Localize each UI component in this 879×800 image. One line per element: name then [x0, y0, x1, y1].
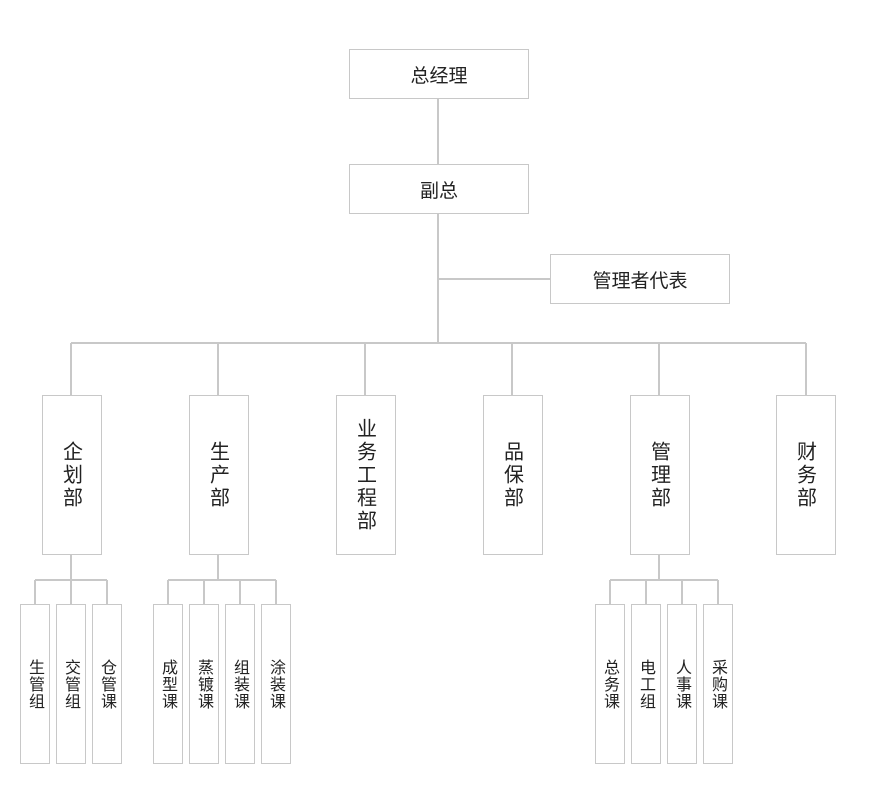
team-label: 生管组 [26, 658, 45, 710]
dept-label: 财务部 [793, 440, 818, 510]
team-label: 采购课 [709, 658, 728, 710]
dept-production: 生产部 [189, 395, 249, 555]
team-label: 成型课 [159, 658, 178, 710]
team-box: 涂装课 [261, 604, 291, 764]
team-box: 交管组 [56, 604, 86, 764]
management-rep-box: 管理者代表 [550, 254, 730, 304]
team-box: 蒸镀课 [189, 604, 219, 764]
team-box: 组装课 [225, 604, 255, 764]
dept-label: 业务工程部 [353, 417, 378, 533]
team-box: 电工组 [631, 604, 661, 764]
team-label: 涂装课 [267, 658, 286, 710]
team-label: 仓管课 [98, 658, 117, 710]
dept-management: 管理部 [630, 395, 690, 555]
team-label: 电工组 [637, 658, 656, 710]
team-box: 人事课 [667, 604, 697, 764]
team-label: 人事课 [673, 658, 692, 710]
team-label: 蒸镀课 [195, 658, 214, 710]
team-box: 生管组 [20, 604, 50, 764]
dept-label: 品保部 [500, 440, 525, 510]
dept-planning: 企划部 [42, 395, 102, 555]
dept-quality-assurance: 品保部 [483, 395, 543, 555]
management-rep-label: 管理者代表 [592, 269, 688, 292]
dept-label: 生产部 [206, 440, 231, 510]
dept-label: 管理部 [647, 440, 672, 510]
dept-business-engineering: 业务工程部 [336, 395, 396, 555]
team-box: 总务课 [595, 604, 625, 764]
dept-finance: 财务部 [776, 395, 836, 555]
team-box: 成型课 [153, 604, 183, 764]
team-box: 仓管课 [92, 604, 122, 764]
general-manager-label: 总经理 [410, 64, 468, 87]
team-label: 交管组 [62, 658, 81, 710]
vice-manager-label: 副总 [419, 179, 458, 202]
team-box: 采购课 [703, 604, 733, 764]
vice-manager-box: 副总 [349, 164, 529, 214]
general-manager-box: 总经理 [349, 49, 529, 99]
team-label: 组装课 [231, 658, 250, 710]
dept-label: 企划部 [59, 440, 84, 510]
team-label: 总务课 [601, 658, 620, 710]
